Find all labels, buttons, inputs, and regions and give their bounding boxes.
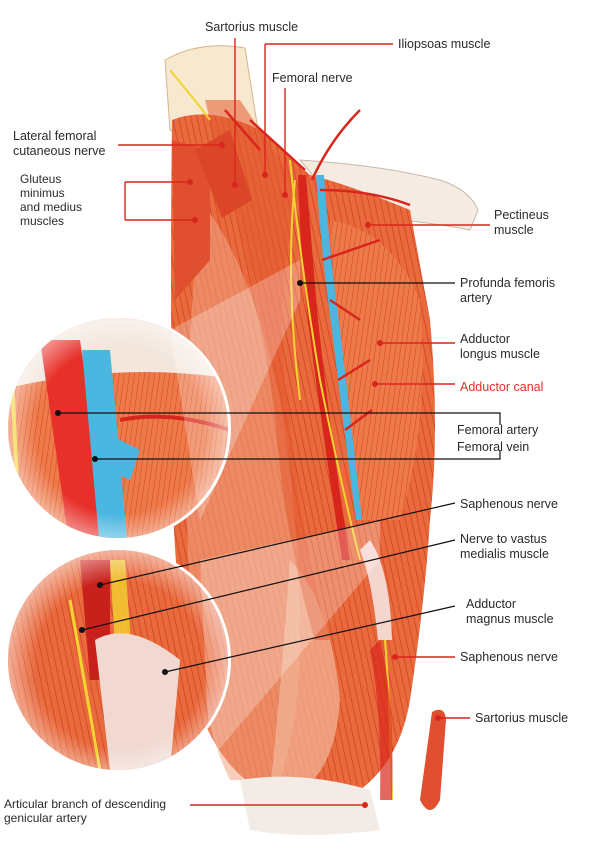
label-femoral-vein: Femoral vein bbox=[457, 440, 530, 454]
label-lateral-femoral-cutaneous: Lateral femoral cutaneous nerve bbox=[13, 129, 106, 158]
adductor-canal-fascia bbox=[360, 540, 392, 640]
label-saphenous-nerve-upper: Saphenous nerve bbox=[460, 497, 558, 511]
zoom-wedge-top bbox=[170, 260, 300, 520]
leader-lines bbox=[55, 38, 501, 808]
lower-vessel bbox=[370, 640, 393, 800]
label-femoral-artery: Femoral artery bbox=[457, 423, 539, 437]
femoral-vein-shape bbox=[316, 175, 362, 520]
zoom-circle-bottom bbox=[5, 547, 231, 773]
label-sartorius-top: Sartorius muscle bbox=[205, 20, 299, 34]
zoom-circle-top bbox=[5, 315, 231, 541]
sartorius-strip bbox=[205, 100, 330, 640]
label-adductor-canal: Adductor canal bbox=[460, 380, 544, 394]
label-iliopsoas: Iliopsoas muscle bbox=[398, 37, 491, 51]
label-pectineus: Pectineus muscle bbox=[494, 208, 549, 237]
zoom-wedge-bottom bbox=[200, 520, 380, 760]
knee-region bbox=[240, 776, 380, 835]
label-profunda-femoris: Profunda femoris artery bbox=[460, 276, 556, 305]
label-saphenous-nerve-lower: Saphenous nerve bbox=[460, 650, 558, 664]
label-sartorius-bottom: Sartorius muscle bbox=[475, 711, 569, 725]
label-articular-branch: Articular branch of descending genicular… bbox=[4, 797, 167, 825]
sartorius-tendon bbox=[420, 709, 446, 810]
femoral-artery-shape bbox=[298, 175, 350, 560]
label-adductor-magnus: Adductor magnus muscle bbox=[466, 597, 554, 626]
label-nerve-vastus-medialis: Nerve to vastus medialis muscle bbox=[460, 532, 549, 561]
label-gluteus: Gluteus minimus and medius muscles bbox=[20, 172, 83, 228]
label-adductor-longus: Adductor longus muscle bbox=[460, 332, 540, 361]
label-femoral-nerve: Femoral nerve bbox=[272, 71, 353, 85]
